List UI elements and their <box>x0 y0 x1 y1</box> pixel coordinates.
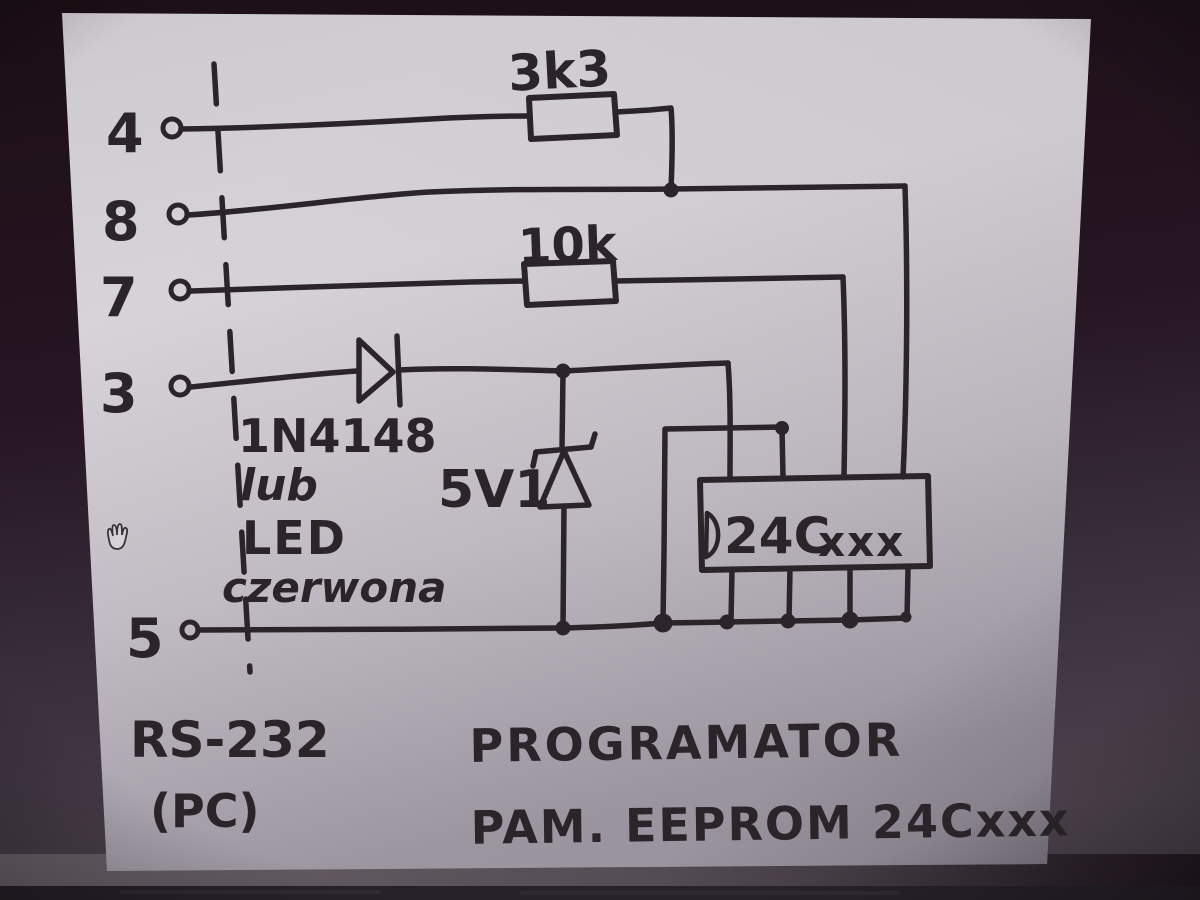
schematic-canvas: 4 8 7 3 5 3k3 10k 1N4148 lub LED czerwon… <box>0 0 1200 900</box>
photo-of-schematic-on-screen: 4 8 7 3 5 3k3 10k 1N4148 lub LED czerwon… <box>0 0 1200 900</box>
photo-vignette <box>0 0 1200 900</box>
